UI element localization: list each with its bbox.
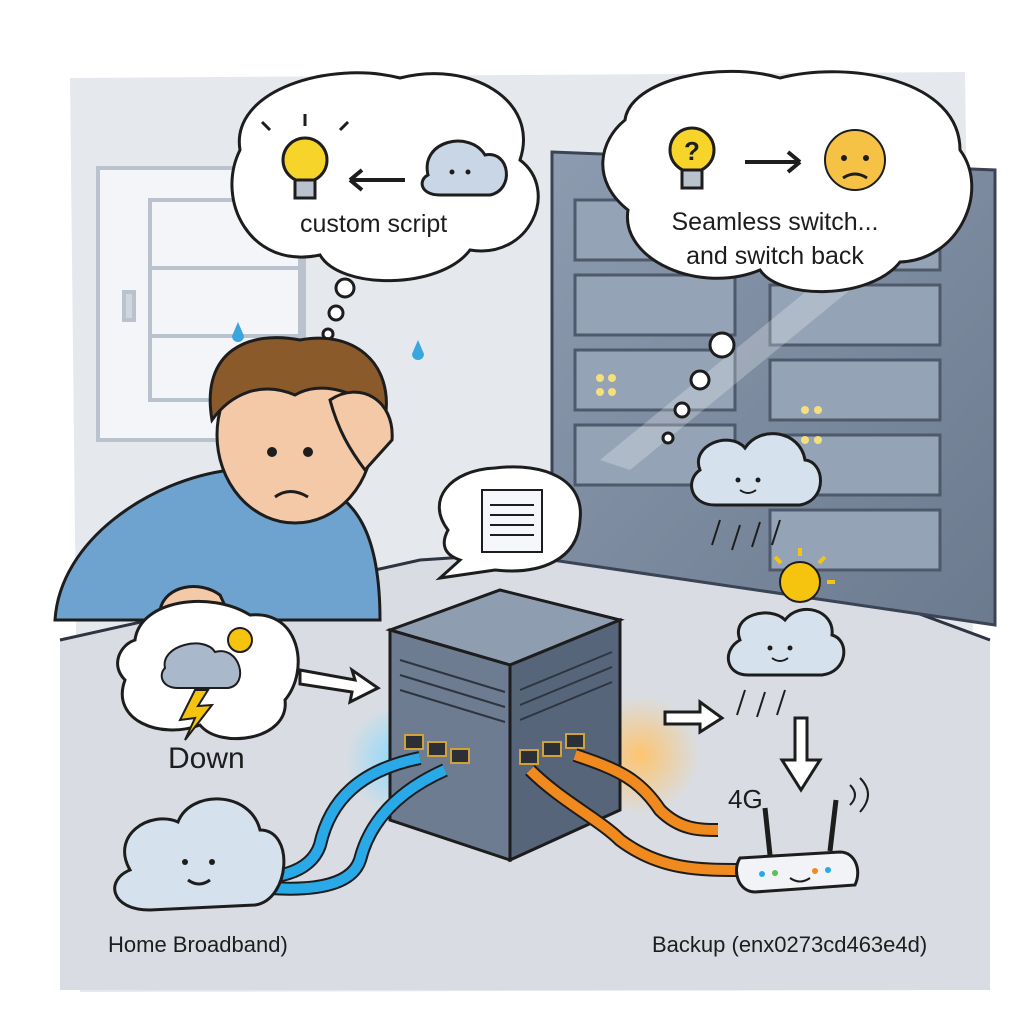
weather-clouds: [690, 432, 846, 718]
cloud-face-icon: [420, 139, 508, 197]
arrow-right-icon: [663, 699, 725, 735]
seamless-switch-line-1: Seamless switch...: [671, 208, 879, 236]
thought-bubble-seamless-switch: ?: [601, 69, 974, 445]
question-lightbulb-icon: ?: [668, 126, 716, 190]
down-status-bubble: [116, 599, 300, 741]
seamless-switch-label: Seamless switch... and switch back: [645, 205, 905, 273]
document-icon: [481, 489, 543, 553]
speech-bubble-document: [435, 465, 582, 581]
sun-icon: [773, 548, 835, 603]
backup-cables: [525, 748, 741, 877]
arrow-down-icon: [779, 716, 823, 793]
four-g-label: 4G: [728, 784, 763, 814]
stressed-person: [53, 322, 424, 622]
router-icon: [735, 777, 869, 894]
thought-bubble-custom-script: [230, 71, 540, 341]
custom-script-label: custom script: [300, 210, 448, 238]
svg-text:?: ?: [684, 136, 700, 166]
lightbulb-icon: [260, 114, 350, 200]
arrow-right-icon: [298, 666, 381, 705]
seamless-switch-line-2: and switch back: [686, 242, 864, 270]
network-switch: [385, 588, 625, 863]
worried-face-icon: [824, 129, 886, 191]
down-status-label: Down: [168, 742, 245, 775]
home-broadband-label: Home Broadband): [108, 932, 288, 957]
backup-interface-label: Backup (enx0273cd463e4d): [652, 932, 928, 957]
sun-icon: [227, 627, 253, 653]
home-broadband-cloud: [113, 797, 286, 912]
lightning-icon: [178, 689, 215, 741]
